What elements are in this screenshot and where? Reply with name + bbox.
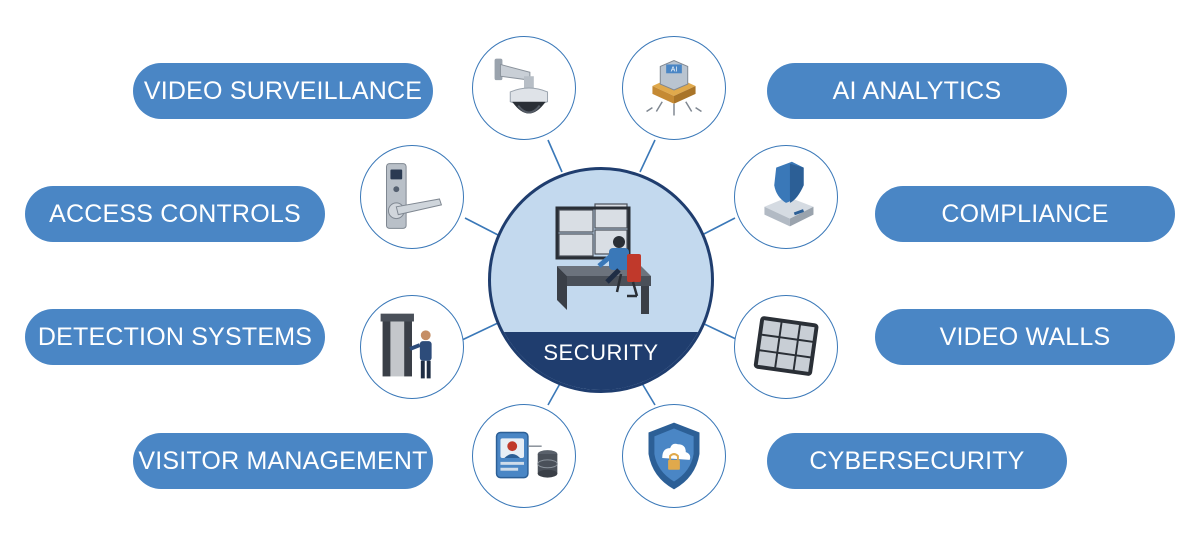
- shield-server-icon: [764, 161, 814, 227]
- circle-video-walls: [734, 295, 838, 399]
- circle-compliance: [734, 145, 838, 249]
- security-operator-icon: [555, 203, 651, 314]
- pill-video-walls: VIDEO WALLS: [875, 309, 1175, 365]
- pill-label: COMPLIANCE: [941, 199, 1109, 228]
- pill-video-surveillance: VIDEO SURVEILLANCE: [133, 63, 433, 119]
- center-label-band: [491, 332, 711, 390]
- pill-label: DETECTION SYSTEMS: [37, 322, 313, 351]
- circle-ai-analytics: AI: [622, 36, 726, 140]
- ai-chip-icon: AI: [646, 60, 702, 116]
- circle-detection-systems: [360, 295, 464, 399]
- cloud-lock-shield-icon: [648, 422, 700, 490]
- pill-visitor-management: VISITOR MANAGEMENT: [133, 433, 433, 489]
- center-label: SECURITY: [543, 340, 659, 365]
- pill-label: VIDEO WALLS: [939, 322, 1111, 351]
- id-card-database-icon: [495, 431, 558, 479]
- metal-detector-icon: [380, 313, 432, 379]
- pill-label: VIDEO SURVEILLANCE: [143, 76, 423, 105]
- dome-camera-icon: [494, 58, 549, 114]
- pill-label: ACCESS CONTROLS: [49, 199, 301, 228]
- pill-ai-analytics: AI ANALYTICS: [767, 63, 1067, 119]
- door-lock-icon: [386, 163, 443, 229]
- pill-label: VISITOR MANAGEMENT: [138, 446, 428, 475]
- circle-access-controls: [360, 145, 464, 249]
- video-wall-icon: [753, 316, 819, 376]
- pill-access-controls: ACCESS CONTROLS: [25, 186, 325, 242]
- circle-video-surveillance: [472, 36, 576, 140]
- pill-label: CYBERSECURITY: [809, 446, 1025, 475]
- circle-cybersecurity: [622, 404, 726, 508]
- svg-text:AI: AI: [671, 66, 678, 73]
- circle-visitor-management: [472, 404, 576, 508]
- pill-cybersecurity: CYBERSECURITY: [767, 433, 1067, 489]
- pill-label: AI ANALYTICS: [832, 76, 1002, 105]
- pill-compliance: COMPLIANCE: [875, 186, 1175, 242]
- center-security-circle: SECURITY: [488, 167, 714, 393]
- pill-detection-systems: DETECTION SYSTEMS: [25, 309, 325, 365]
